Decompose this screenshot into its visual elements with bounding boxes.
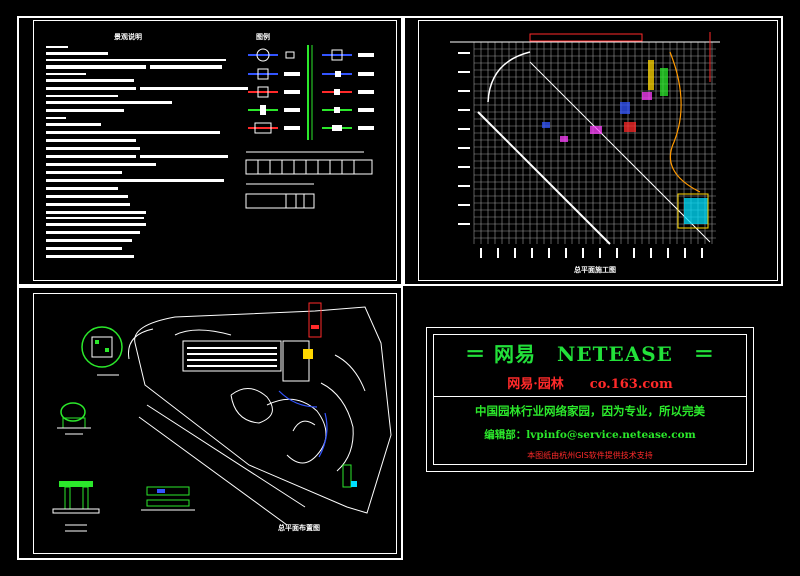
- title-block-outer: [426, 327, 754, 472]
- site-plan-caption: 总平面布置图: [278, 524, 320, 532]
- tech-support-note: 本图纸由杭州GIS软件提供技术支持: [527, 451, 653, 460]
- slogan-text: 中国园林行业网络家园，因为专业，所以完美: [475, 404, 705, 418]
- netease-brand: 网易·园林 co.163.com: [507, 377, 673, 392]
- sheet-top-left: [17, 16, 403, 286]
- design-notes-text-block: [46, 46, 248, 258]
- sheet-top-right: [403, 16, 783, 286]
- title-block-inner: [433, 334, 747, 465]
- sheet-bottom-left: [17, 286, 403, 560]
- bench-detail: [141, 486, 195, 511]
- arbor-elevation-detail: [52, 481, 100, 532]
- sheet-top-left-inner: [33, 20, 397, 281]
- pavilion-detail-circle: [81, 326, 123, 376]
- notes-title: 景观说明: [114, 33, 142, 41]
- title-block-divider: [433, 396, 747, 397]
- site-plan-drawing: [52, 302, 392, 532]
- legend-title: 图例: [256, 33, 270, 41]
- site-grid-plan: [450, 32, 720, 258]
- gazebo-elevation-detail: [57, 402, 91, 435]
- grid-plan-caption: 总平面施工图: [574, 266, 616, 274]
- sheet-bottom-left-inner: [33, 293, 397, 554]
- netease-heading: ＝ 网易 NETEASE ＝: [465, 342, 715, 366]
- legend-symbols: [245, 45, 374, 209]
- sheet-top-right-inner: [418, 20, 778, 281]
- editor-email: 编辑部：lvpinfo@service.netease.com: [484, 429, 696, 441]
